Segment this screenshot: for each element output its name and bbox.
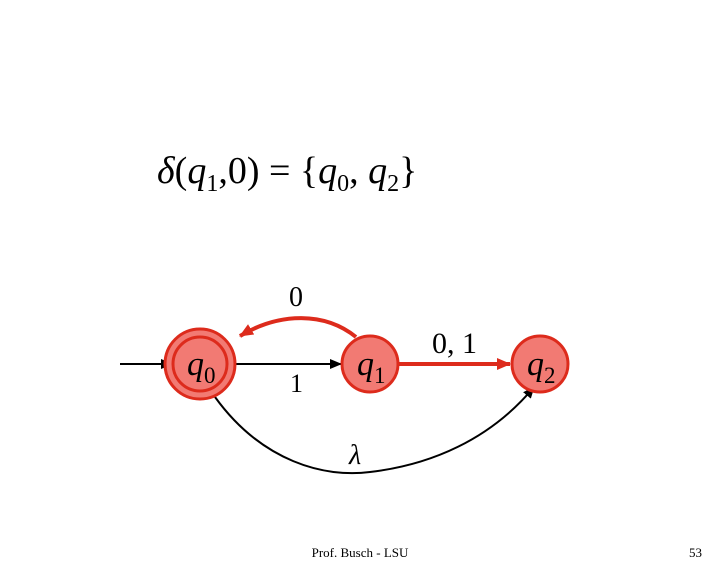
formula-arg: ,0) [218,150,259,192]
edge-q1-to-q0-label: 0 [289,282,303,313]
edge-q1-to-q0 [238,316,358,339]
edge-q0-to-q1-label: 1 [290,369,303,398]
state-q2-label: q2 [527,346,556,388]
footer-author: Prof. Busch - LSU [311,545,409,560]
formula-close-brace: } [399,150,417,192]
formula-state: q [187,150,206,192]
edge-q0-to-q2 [214,386,535,475]
formula-result-2-sub: 2 [387,171,399,197]
delta-symbol: δ [157,150,176,192]
edge-q0-to-q2-label: λ [348,440,361,471]
state-q2: q2 [510,334,570,394]
page-number: 53 [689,545,702,560]
formula-result-2: q [368,150,387,192]
formula-comma: , [349,150,368,192]
slide-canvas: δ(q1,0) = {q0, q2} 1 0 0, 1 λ q0 q1 q2 [120,150,570,475]
state-q0: q0 [163,327,237,401]
formula-state-sub: 1 [206,171,218,197]
state-q0-inner-ring [171,335,229,393]
state-q1-circle [340,334,400,394]
transition-formula: δ(q1,0) = {q0, q2} [157,150,417,197]
state-q1: q1 [340,334,400,394]
state-q2-circle [510,334,570,394]
state-q1-label: q1 [357,346,386,388]
edge-q1-to-q2-label: 0, 1 [432,327,477,360]
formula-open-paren: ( [175,150,188,192]
formula-equals: = { [259,150,318,192]
formula-result-1: q [318,150,337,192]
state-q0-label: q0 [187,346,216,388]
formula-result-1-sub: 0 [337,171,349,197]
